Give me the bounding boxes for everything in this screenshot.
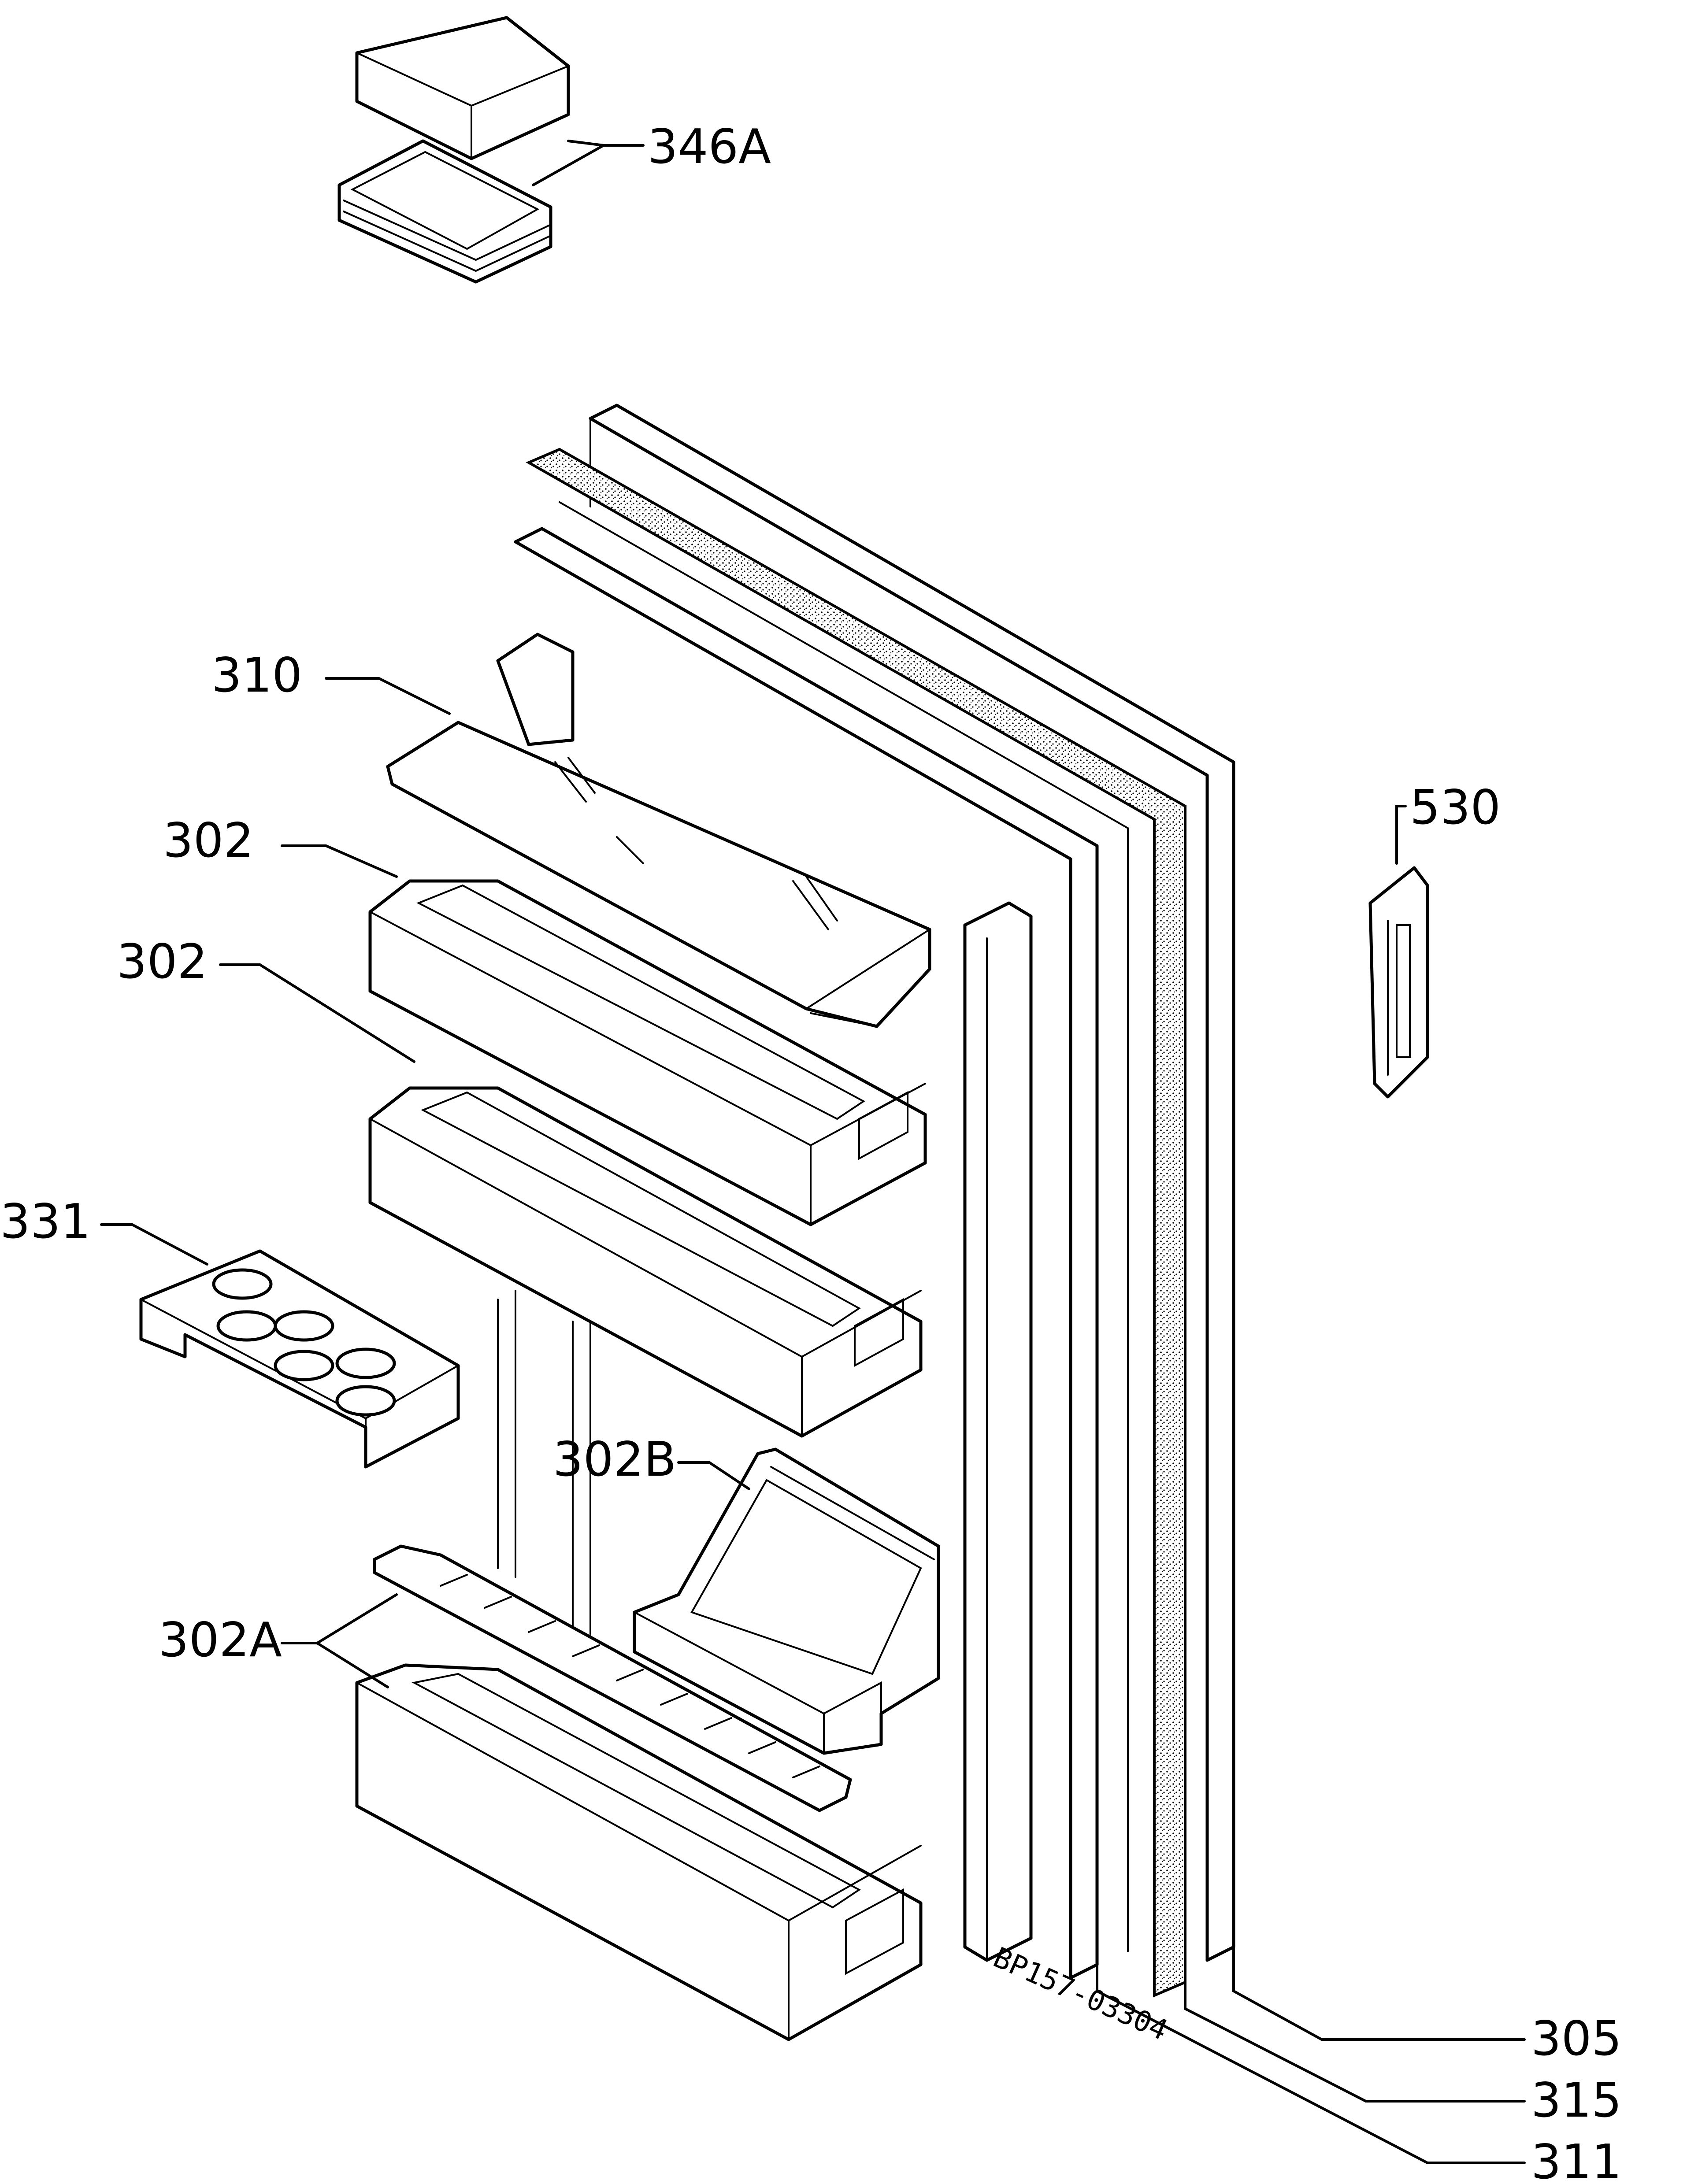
door-rails xyxy=(496,633,591,1640)
label-302A: 302A xyxy=(159,1613,282,1668)
label-310: 310 xyxy=(211,648,302,703)
glass-shelf-310 xyxy=(386,721,931,1028)
label-305: 305 xyxy=(1531,2011,1622,2066)
label-530: 530 xyxy=(1410,780,1501,835)
label-331: 331 xyxy=(0,1194,91,1249)
small-bin-302B xyxy=(633,1447,940,1755)
leader-lines xyxy=(100,140,1526,2164)
label-302B: 302B xyxy=(553,1432,676,1487)
door-shelf-302-middle xyxy=(368,1086,923,1438)
egg-tray-331 xyxy=(139,1249,460,1469)
bottle-rack-302A xyxy=(373,1544,852,1812)
label-315: 315 xyxy=(1531,2073,1622,2128)
bottom-bin-302A xyxy=(355,1663,923,2041)
butter-dish-346A xyxy=(337,16,570,284)
door-shelf-302-top xyxy=(368,879,927,1226)
label-302-top: 302 xyxy=(163,813,254,868)
label-311: 311 xyxy=(1531,2135,1622,2184)
door-strip xyxy=(963,901,1033,1962)
label-302-middle: 302 xyxy=(117,934,208,989)
label-346A: 346A xyxy=(648,119,771,174)
hinge-bracket-530 xyxy=(1368,866,1429,1099)
